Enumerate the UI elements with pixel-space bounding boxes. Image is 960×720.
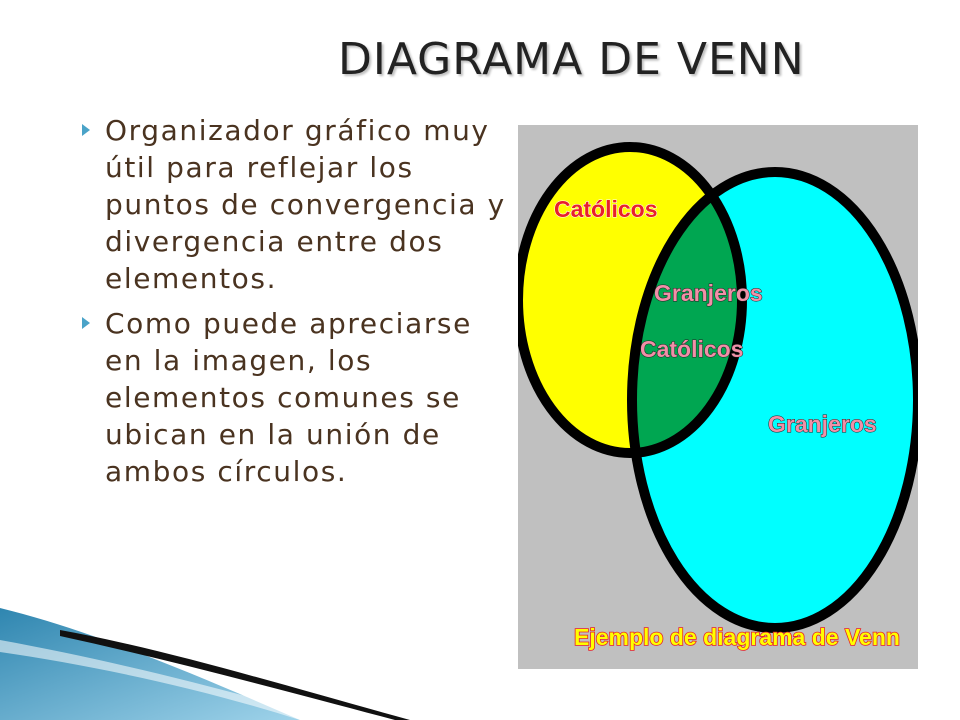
bullet-text: Como puede apreciarse en la imagen, los … [105, 307, 472, 488]
right-set-label: Granjeros [768, 411, 877, 437]
intersection-label-2: Católicos [640, 336, 744, 362]
bullet-list: Organizador gráfico muy útil para reflej… [78, 112, 508, 498]
venn-diagram: Católicos Granjeros Católicos Granjeros … [518, 125, 918, 669]
triangle-bullet-icon [82, 317, 90, 329]
diagram-caption: Ejemplo de diagrama de Venn [574, 624, 900, 650]
bullet-item: Como puede apreciarse en la imagen, los … [78, 305, 508, 490]
intersection-region [632, 172, 742, 453]
set-right-outline [627, 167, 918, 633]
set-left-outline [518, 142, 747, 458]
triangle-bullet-icon [82, 124, 90, 136]
bullet-item: Organizador gráfico muy útil para reflej… [78, 112, 508, 297]
bullet-text: Organizador gráfico muy útil para reflej… [105, 114, 506, 295]
intersection-label-1: Granjeros [654, 280, 763, 306]
page-title: DIAGRAMA DE VENN [338, 34, 805, 85]
left-set-label: Católicos [554, 196, 658, 222]
